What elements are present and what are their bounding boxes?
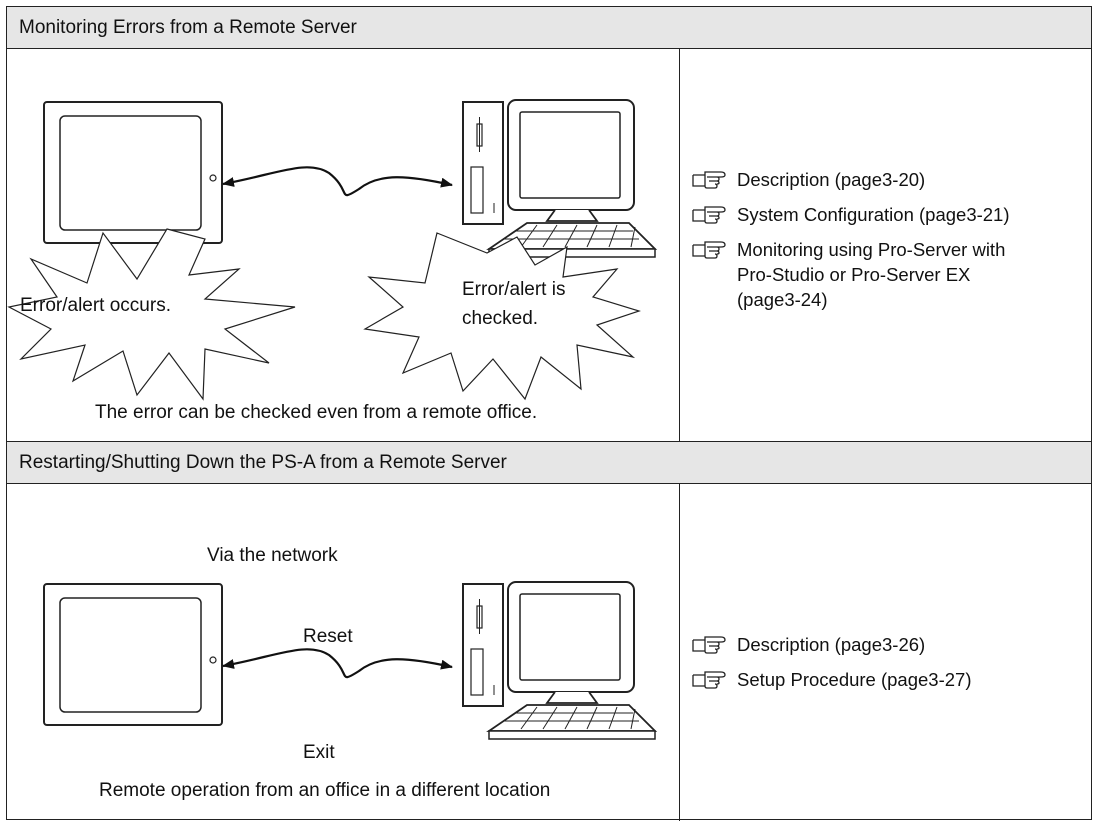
diagram-caption: Remote operation from an office in a dif… bbox=[99, 780, 551, 801]
reference-link[interactable]: Setup Procedure (page3-27) bbox=[691, 667, 1091, 692]
column-divider bbox=[679, 484, 680, 821]
content-table: Monitoring Errors from a Remote Server bbox=[6, 6, 1092, 821]
alert-checked-label-line2: checked. bbox=[462, 308, 539, 329]
reference-text: System Configuration (page3-21) bbox=[737, 204, 1010, 225]
pointing-hand-icon bbox=[692, 671, 726, 689]
alert-occurs-label: Error/alert occurs. bbox=[20, 295, 171, 316]
computer-icon bbox=[462, 99, 658, 258]
reference-text-line1: Monitoring using Pro-Server with bbox=[737, 239, 1006, 260]
section-header-restart: Restarting/Shutting Down the PS-A from a… bbox=[7, 441, 1091, 484]
reference-text-line2: Pro-Studio or Pro-Server EX bbox=[737, 264, 971, 285]
panel-device-icon bbox=[43, 101, 223, 244]
reference-list-restart: Description (page3-26) Setup Procedure (… bbox=[691, 632, 1091, 702]
pointing-hand-icon bbox=[692, 171, 726, 189]
pointing-hand-icon bbox=[692, 206, 726, 224]
panel-device-icon bbox=[43, 583, 223, 726]
computer-icon bbox=[462, 581, 658, 740]
reference-link[interactable]: Description (page3-20) bbox=[691, 167, 1091, 192]
reference-text-line3: (page3-24) bbox=[737, 289, 828, 310]
network-link-arrow bbox=[222, 166, 453, 197]
column-divider bbox=[679, 49, 680, 441]
alert-burst-left bbox=[7, 228, 296, 401]
reference-text: Setup Procedure (page3-27) bbox=[737, 669, 972, 690]
pointing-hand-icon bbox=[692, 241, 726, 259]
section-title: Restarting/Shutting Down the PS-A from a… bbox=[19, 452, 507, 473]
network-link-arrow bbox=[222, 648, 453, 679]
reference-list-monitoring: Description (page3-20) System Configurat… bbox=[691, 167, 1091, 322]
alert-checked-label-line1: Error/alert is bbox=[462, 279, 566, 300]
pointing-hand-icon bbox=[692, 636, 726, 654]
alert-burst-right bbox=[363, 232, 641, 401]
reference-text: Description (page3-26) bbox=[737, 634, 926, 655]
network-label: Via the network bbox=[207, 545, 338, 566]
diagram-caption: The error can be checked even from a rem… bbox=[95, 402, 538, 423]
monitoring-diagram bbox=[7, 99, 658, 401]
section-header-monitoring: Monitoring Errors from a Remote Server bbox=[7, 7, 1091, 49]
exit-label: Exit bbox=[303, 742, 335, 763]
reference-link[interactable]: Description (page3-26) bbox=[691, 632, 1091, 657]
restart-diagram bbox=[43, 581, 658, 740]
reference-text: Description (page3-20) bbox=[737, 169, 926, 190]
reference-link[interactable]: Monitoring using Pro-Server with Pro-Stu… bbox=[691, 237, 1091, 312]
section-title: Monitoring Errors from a Remote Server bbox=[19, 17, 357, 38]
reset-label: Reset bbox=[303, 626, 353, 647]
reference-link[interactable]: System Configuration (page3-21) bbox=[691, 202, 1091, 227]
